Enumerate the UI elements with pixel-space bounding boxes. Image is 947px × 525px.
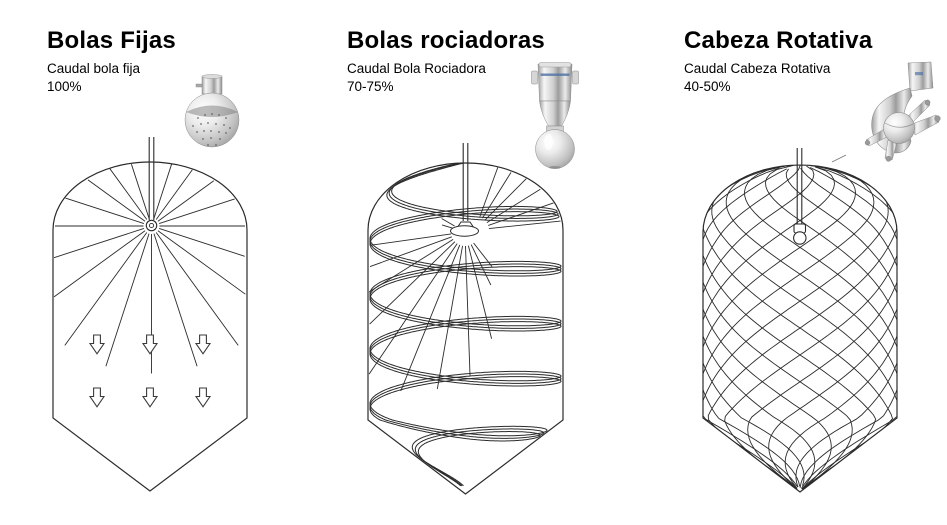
tank-outline: [52, 161, 248, 492]
panel-header-bolas-rociadoras: Bolas rociadoras Caudal Bola Rociadora 7…: [347, 27, 545, 95]
clip-ear-left: [531, 70, 538, 85]
panel-subtitle-line1: Caudal bola fija: [47, 61, 141, 76]
panel-title: Cabeza Rotativa: [684, 27, 873, 54]
down-arrow-icon: [194, 334, 212, 355]
down-arrow-icon: [141, 334, 159, 355]
blue-band: [540, 73, 570, 76]
down-arrow-icon: [194, 387, 212, 408]
panel-header-bolas-fijas: Bolas Fijas Caudal bola fija 100%: [47, 27, 176, 95]
tank-outline: [702, 164, 898, 493]
static-spray-ball-photo: [184, 74, 240, 148]
tank-2-bolas-rociadoras: [367, 143, 564, 495]
blue-mark: [915, 72, 923, 76]
panel-title: Bolas Fijas: [47, 27, 176, 54]
panel-subtitle-line1: Caudal Bola Rociadora: [347, 61, 486, 76]
panel-subtitle-line2: 40-50%: [684, 78, 731, 94]
tank-1-bolas-fijas: [52, 137, 248, 492]
rotating-spray-ball-photo: [531, 62, 579, 169]
clip-pin: [195, 83, 203, 88]
rotary-jet-head-photo: [831, 61, 941, 163]
mesh-spray-pattern: [703, 165, 897, 490]
panel-subtitle-line2: 100%: [47, 78, 82, 94]
radial-spray-pattern: [53, 164, 246, 374]
spiral-spray-pattern: [368, 163, 562, 487]
tank-outline: [367, 162, 564, 495]
panel-title: Bolas rociadoras: [347, 27, 545, 54]
down-arrow-icon: [88, 334, 106, 355]
clip-ear-right: [572, 70, 579, 85]
tank-3-cabeza-rotativa: [702, 148, 898, 493]
panel-subtitle-line2: 70-75%: [347, 78, 394, 94]
down-arrow-icon: [141, 387, 159, 408]
panel-subtitle-line1: Caudal Cabeza Rotativa: [684, 61, 831, 76]
flow-down-arrows: [88, 334, 212, 408]
panel-header-cabeza-rotativa: Cabeza Rotativa Caudal Cabeza Rotativa 4…: [684, 27, 872, 95]
down-arrow-icon: [88, 387, 106, 408]
